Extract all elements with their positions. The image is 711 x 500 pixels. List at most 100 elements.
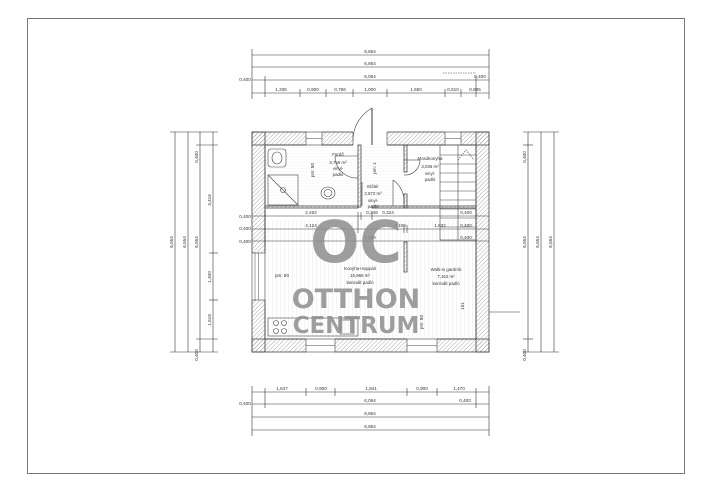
room-bathroom-name: Fürdő — [332, 152, 344, 157]
kitchen-counter — [267, 317, 359, 337]
dim-int-row2-b: 0,100 — [394, 223, 406, 228]
dim-top-row4-1: 0,900 — [307, 87, 319, 92]
interior-dimensions — [252, 212, 489, 245]
dim-int-r-c: 0,400 — [460, 235, 472, 240]
dim-int-row2-d: 0,400 — [460, 223, 472, 228]
watermark-line2: CENTRUM — [293, 313, 420, 339]
right-dim-labels: 0,400 6,554 6,554 6,554 0,400 — [522, 151, 553, 361]
vinyl-floor — [265, 145, 406, 207]
room-walkin-name: Walk-in gardrób — [431, 267, 462, 272]
interior-door-swings — [334, 155, 421, 206]
left-dim-labels: 6,554 6,554 6,554 0,400 3,416 1,400 1,51… — [169, 151, 212, 361]
room-laundry-name: Mosókonyha — [418, 156, 443, 161]
room-bathroom-floor2: padló — [333, 172, 344, 177]
dim-int-r-a: 0,400 — [460, 210, 472, 215]
dim-int-row2-a: 4,124 — [305, 223, 317, 228]
dim-right-inner-bottom: 0,400 — [522, 349, 527, 361]
sink-icon — [320, 186, 336, 200]
shower-icon — [267, 174, 299, 206]
bathroom-fixtures — [267, 148, 336, 206]
dim-bottom-row2-left: 0,400 — [239, 401, 251, 406]
dim-int-l-b: 0,400 — [239, 226, 251, 231]
laminate-floor — [265, 221, 476, 339]
hob-icon — [273, 320, 279, 326]
toilet-icon — [267, 148, 287, 168]
dim-bottom-row1-3: 0,900 — [416, 386, 428, 391]
dim-bottom-row1-0: 1,647 — [276, 386, 288, 391]
dim-right-outer1: 6,554 — [522, 236, 527, 248]
watermark-monogram: OC — [310, 208, 402, 276]
room-bathroom-floor: vinyl- — [333, 166, 344, 171]
right-dimensions — [489, 131, 559, 353]
dim-left-outer1: 6,554 — [169, 236, 174, 248]
room-kitchen-name: Konyha+nappali — [344, 266, 376, 271]
room-walkin-area: 7,162 m² — [437, 274, 455, 279]
room-bathroom-area: 3,756 m² — [329, 160, 347, 165]
dim-top-row4-0: 1,336 — [275, 87, 287, 92]
dim-left-inner-c: 1,518 — [207, 314, 212, 326]
label-nm-a: pm: 80 — [310, 163, 315, 177]
room-hallway-floor2: padló — [368, 204, 379, 209]
otthon-centrum-watermark: OC OTTHON CENTRUM — [292, 208, 421, 339]
bottom-dimensions — [251, 386, 490, 436]
walls — [251, 107, 490, 353]
watermark-line1: OTTHON — [292, 284, 421, 315]
top-dimensions — [251, 49, 490, 99]
dim-bottom-row1-1: 0,900 — [315, 386, 327, 391]
top-dim-labels: 6,864 6,864 0,400 6,064 0,400 1,336 0,90… — [239, 49, 486, 92]
room-kitchen-floor: laminált padló — [346, 280, 374, 285]
kitchen-sink-icon — [339, 319, 355, 335]
label-nm-c: pm: 80 — [275, 273, 289, 278]
label-window: 101 — [460, 302, 465, 310]
dim-top-row4-3: 1,000 — [364, 87, 376, 92]
dim-top-row4-4: 1,650 — [410, 87, 422, 92]
dim-left-inner-bottom: 0,400 — [194, 349, 199, 361]
label-nm-b: pm: 1 — [372, 162, 377, 174]
room-hallway-name: Előtér — [367, 184, 379, 189]
interior-dim-labels: 0,400 0,400 0,400 2,462 0,348 0,324 4,12… — [239, 210, 472, 244]
dim-bottom-row1-4: 1,470 — [453, 386, 465, 391]
dim-int-row1-a: 2,462 — [305, 210, 317, 215]
dim-int-row1-c: 0,324 — [382, 210, 394, 215]
room-hallway-area: 2,872 m² — [364, 191, 382, 196]
bottom-dim-labels: 1,647 0,900 1,941 0,900 1,470 0,400 6,06… — [239, 386, 471, 429]
dim-int-row3-mid: 6,064 — [364, 235, 376, 240]
dim-bottom-row4: 6,864 — [364, 424, 376, 429]
dim-top-row4-2: 0,766 — [334, 87, 346, 92]
dim-top-row3-right: 0,400 — [474, 74, 486, 79]
dim-int-l-c: 0,400 — [239, 239, 251, 244]
dim-int-row1-b: 0,348 — [366, 210, 378, 215]
dim-right-inner-top: 0,400 — [522, 151, 527, 163]
dim-int-l-a: 0,400 — [239, 214, 251, 219]
sheet-frame — [27, 18, 685, 474]
dim-bottom-row3: 6,864 — [364, 411, 376, 416]
dim-left-inner-b: 1,400 — [207, 271, 212, 283]
dim-top-row3-left: 0,400 — [239, 77, 251, 82]
dim-top-row3-mid: 6,064 — [364, 74, 376, 79]
room-walkin-floor: laminált padló — [432, 281, 460, 286]
dim-left-outer3: 6,554 — [194, 236, 199, 248]
dim-top-row1: 6,864 — [364, 49, 376, 54]
dim-bottom-row2-right: 0,400 — [459, 398, 471, 403]
room-laundry-floor: vinyl- — [425, 171, 436, 176]
left-dimensions — [170, 131, 218, 353]
room-labels: Fürdő 3,756 m² vinyl- padló Mosókonyha 3… — [275, 152, 465, 329]
dim-int-row2-c: 1,832 — [434, 223, 446, 228]
staircase — [439, 144, 477, 241]
dim-bottom-row1-2: 1,941 — [365, 386, 377, 391]
label-nm-d: pm: 80 — [419, 315, 424, 329]
dim-bottom-row2-mid: 6,064 — [364, 398, 376, 403]
dim-right-outer3: 6,554 — [548, 236, 553, 248]
dim-top-row4-6: 0,885 — [469, 87, 481, 92]
room-laundry-area: 3,036 m² — [421, 164, 439, 169]
dim-left-outer2: 6,554 — [182, 236, 187, 248]
dim-left-inner-top: 0,400 — [194, 151, 199, 163]
room-laundry-floor2: padló — [425, 177, 436, 182]
room-kitchen-area: 15,968 m² — [350, 273, 370, 278]
dim-top-row4-5: 0,510 — [447, 87, 459, 92]
dim-top-row2: 6,864 — [364, 61, 376, 66]
room-hallway-floor: vinyl- — [368, 198, 379, 203]
dim-left-inner-a: 3,416 — [207, 194, 212, 206]
